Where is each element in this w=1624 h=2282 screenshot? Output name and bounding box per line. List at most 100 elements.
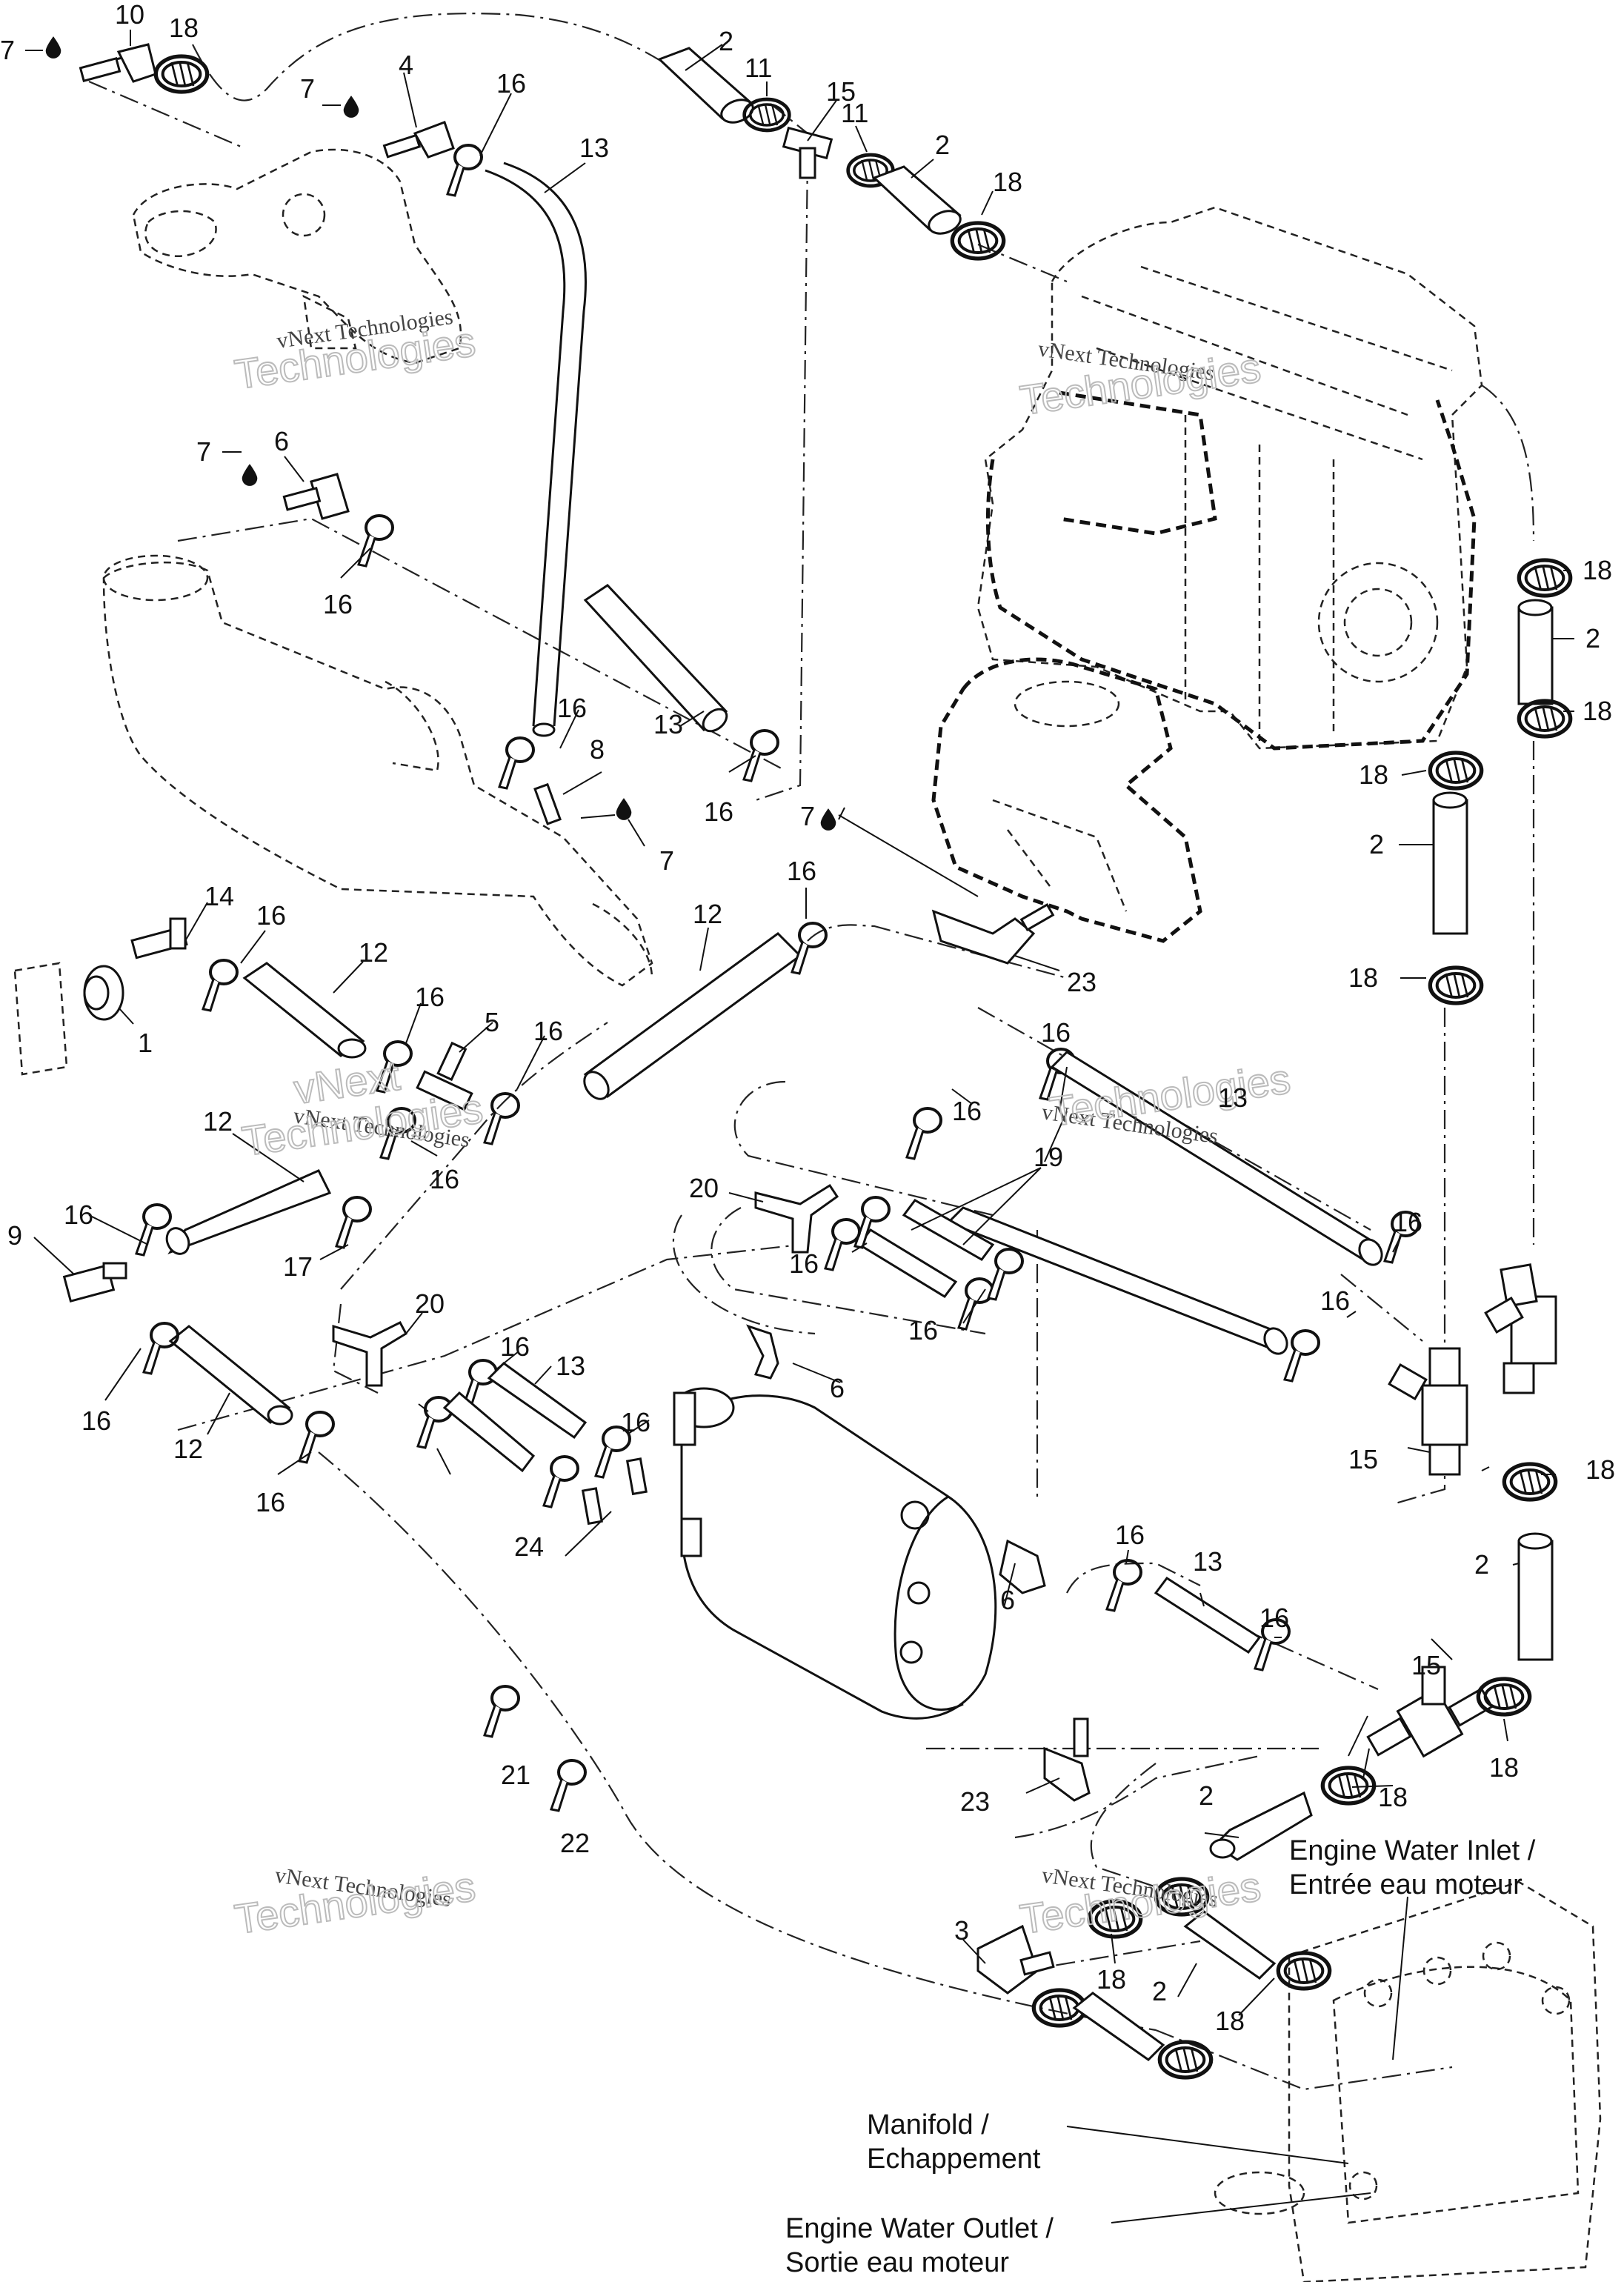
manifold-label-fr: Echappement [867,2143,1041,2175]
hose-2-bottom [1209,1791,1313,1861]
hose-12-b [165,1169,332,1255]
engine-water-inlet-label-fr: Entrée eau moteur [1289,1869,1522,1900]
ghost-exhaust-upper [132,148,462,365]
callout-5: 5 [485,1007,499,1037]
elbow-fitting-4 [382,121,455,159]
leader-lines [25,30,1574,2223]
callout-6: 6 [830,1373,845,1403]
callout-21: 21 [501,1760,530,1790]
callout-16: 16 [256,1487,285,1517]
callout-22: 22 [560,1828,590,1858]
callout-16: 16 [1320,1285,1350,1316]
callout-10: 10 [115,0,144,30]
hose-tie-16e [202,959,239,1012]
callout-15: 15 [826,76,856,107]
callout-23: 23 [960,1786,990,1817]
callout-16: 16 [323,589,353,619]
callout-18: 18 [993,167,1022,197]
hose-12-a [242,962,367,1059]
callout-4: 4 [399,50,413,80]
tee-fitting-5 [416,1041,473,1111]
tee-fitting-15-top [782,126,833,179]
tee-fitting-9 [62,1262,127,1303]
hose-tie-22 [550,1759,587,1812]
callout-16: 16 [952,1096,982,1126]
callout-18: 18 [169,13,199,43]
callout-16: 16 [557,693,587,723]
callout-12: 12 [203,1106,233,1137]
callout-12: 12 [693,899,722,929]
engine-water-outlet-label-fr: Sortie eau moteur [785,2247,1009,2278]
hose-clamp-18f [1430,968,1481,1003]
oil-drop-icon [343,96,359,118]
hose-clamp-18n [1159,2042,1211,2078]
callout-13: 13 [556,1351,585,1381]
callout-12: 12 [173,1434,203,1464]
hose-clamp-18g [1504,1464,1555,1500]
callout-16: 16 [789,1248,819,1279]
callout-16: 16 [64,1200,93,1230]
callout-18: 18 [1583,555,1612,585]
fitting-24 [581,1457,648,1526]
callout-16: 16 [81,1406,111,1436]
hose-2-right-a [1517,599,1554,705]
tee-fitting-15-mid [1388,1347,1468,1476]
callout-16: 16 [1115,1520,1145,1550]
callout-11: 11 [745,53,772,83]
callout-18: 18 [1585,1454,1615,1485]
callout-24: 24 [514,1531,544,1562]
hose-13-lower-a [442,1362,588,1473]
callout-3: 3 [954,1915,969,1946]
callout-2: 2 [1474,1549,1489,1580]
callout-16: 16 [1393,1207,1422,1237]
hose-clamp-18b [952,223,1003,259]
engine-water-inlet-label: Engine Water Inlet / [1289,1835,1536,1866]
hose-tie-16c [742,729,779,782]
ghost-pump-housing [931,657,1202,943]
hose-2-lower-b [1072,1992,1165,2061]
callout-16: 16 [256,900,286,931]
hose-clamp-18e [1430,753,1481,788]
hose-clamp-18d [1519,701,1570,736]
callout-16: 16 [496,68,526,99]
ghost-cylinder-head [1214,1880,1602,2282]
plug-1 [83,965,124,1021]
tee-fitting-15-right [1484,1263,1557,1394]
hose-tie-16u [1283,1329,1320,1383]
callout-13: 13 [1218,1082,1248,1113]
hose-tie-16k [335,1196,372,1249]
fitting-8 [533,782,562,825]
callout-7: 7 [800,801,815,831]
hose-19a [946,1206,1288,1355]
callout-11: 11 [841,98,868,128]
ghost-engine-block [976,206,1483,751]
oil-drop-icon [820,808,836,831]
callout-20: 20 [689,1173,719,1203]
tee-fitting-15-bottom [1366,1666,1494,1758]
callout-7: 7 [0,35,15,65]
hose-clamp-11a [745,99,790,130]
elbow-fitting-23b [1043,1717,1091,1802]
hose-13-bottom [1154,1576,1262,1654]
callout-7: 7 [659,845,674,876]
callout-16: 16 [787,856,816,886]
callouts: 7 10 18 7 4 16 13 2 11 15 11 2 18 7 6 16… [0,0,1615,2036]
engine-water-outlet-label: Engine Water Outlet / [785,2213,1054,2244]
hose-2-mid [1432,791,1468,935]
callout-6: 6 [1000,1585,1015,1615]
hose-clamp-18h [1478,1679,1529,1714]
hose-clamp-18l [1278,1953,1329,1989]
callout-17: 17 [283,1251,313,1282]
callout-16: 16 [1041,1017,1071,1048]
watermark: vNext Technologies Technologies vNext Te… [231,305,1294,1943]
callout-2: 2 [1585,623,1600,653]
hose-2-top-left [657,47,754,124]
elbow-fitting-6b [746,1324,779,1380]
callout-18: 18 [1096,1964,1126,1995]
callout-14: 14 [204,881,234,911]
callout-16: 16 [430,1164,459,1194]
hose-tie-16j [135,1203,172,1257]
callout-13: 13 [579,133,609,163]
callout-2: 2 [1199,1780,1214,1811]
hose-12-long [583,932,802,1100]
